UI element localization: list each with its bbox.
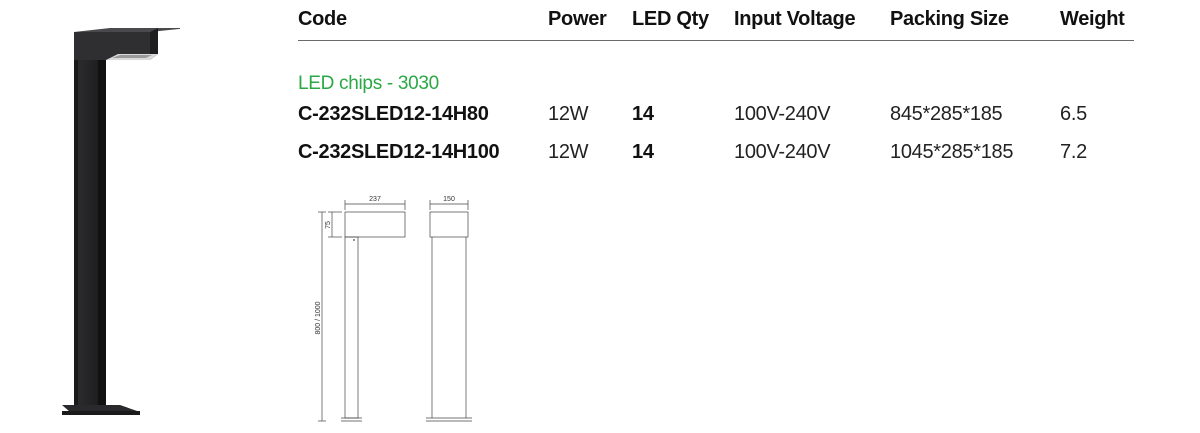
dim-head-height: 75 <box>325 221 332 229</box>
side-view-head <box>429 211 469 238</box>
header-led-qty: LED Qty <box>632 8 734 41</box>
cell-packing: 845*285*185 <box>890 102 1003 125</box>
table-row: C-232SLED12-14H100 12W 14 100V-240V 1045… <box>298 133 1134 171</box>
cell-led-qty: 14 <box>632 140 654 163</box>
group-row: LED chips - 3030 <box>298 41 1134 96</box>
cell-led-qty: 14 <box>632 102 654 125</box>
spec-table: Code Power LED Qty Input Voltage Packing… <box>298 8 1134 171</box>
cell-code: C-232SLED12-14H80 <box>298 102 489 125</box>
table-header-row: Code Power LED Qty Input Voltage Packing… <box>298 8 1134 41</box>
dimension-drawing: 237 150 75 800 / 1000 <box>315 196 472 422</box>
cell-code: C-232SLED12-14H100 <box>298 140 500 163</box>
cell-power: 12W <box>548 102 589 125</box>
dim-width-side: 150 <box>443 196 455 203</box>
dim-total-height: 800 / 1000 <box>315 301 322 334</box>
front-view-head <box>344 211 406 238</box>
table-row: C-232SLED12-14H80 12W 14 100V-240V 845*2… <box>298 95 1134 133</box>
header-code: Code <box>298 8 548 41</box>
cell-power: 12W <box>548 140 589 163</box>
front-view-pole <box>345 236 359 419</box>
group-label: LED chips - 3030 <box>298 73 439 94</box>
header-weight: Weight <box>1060 8 1134 41</box>
header-packing-size: Packing Size <box>890 8 1060 41</box>
cell-weight: 7.2 <box>1060 140 1087 163</box>
bollard-light-photo <box>62 28 180 415</box>
header-power: Power <box>548 8 632 41</box>
cell-voltage: 100V-240V <box>734 140 831 163</box>
cell-packing: 1045*285*185 <box>890 140 1014 163</box>
cell-weight: 6.5 <box>1060 102 1087 125</box>
header-input-voltage: Input Voltage <box>734 8 890 41</box>
dim-width-front: 237 <box>369 196 381 203</box>
cell-voltage: 100V-240V <box>734 102 831 125</box>
